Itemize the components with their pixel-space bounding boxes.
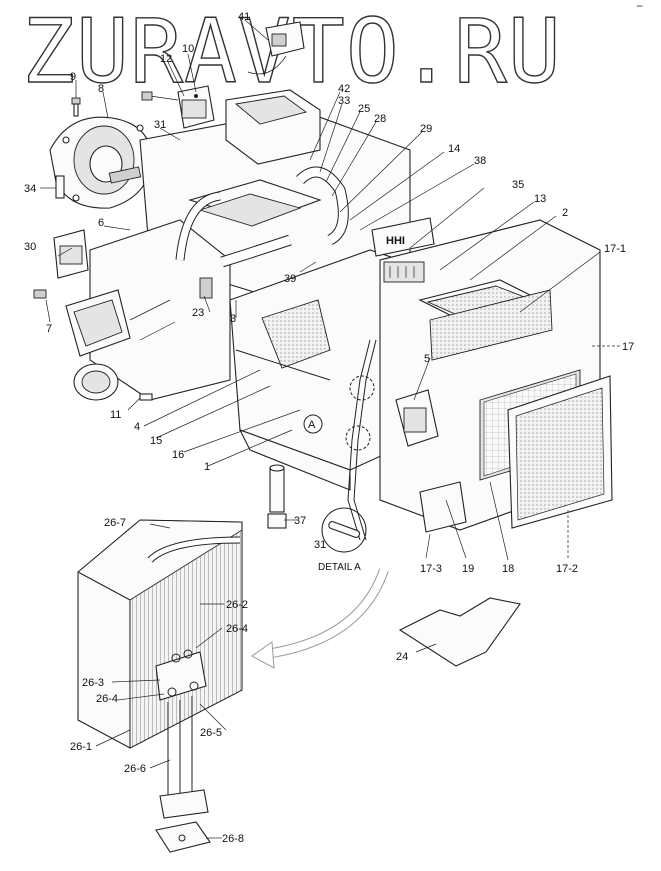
part-37-tube <box>267 464 287 529</box>
control-plate-38: HHI <box>371 217 435 283</box>
label-35: 35 <box>512 179 524 191</box>
label-1: 1 <box>204 461 210 473</box>
label-2: 2 <box>562 207 568 219</box>
blower-motor <box>49 116 153 209</box>
label-12: 12 <box>160 53 172 65</box>
label-42: 42 <box>338 83 350 95</box>
label-26-4-lower: 26-4 <box>96 693 118 705</box>
label-14: 14 <box>448 143 460 155</box>
label-26-5: 26-5 <box>200 727 222 739</box>
assembly-arrow <box>251 568 389 669</box>
label-26-1: 26-1 <box>70 741 92 753</box>
label-17-2: 17-2 <box>556 563 578 575</box>
label-6: 6 <box>98 217 104 229</box>
label-19: 19 <box>462 563 474 575</box>
actuator-5 <box>395 389 439 447</box>
label-31-top: 31 <box>154 119 166 131</box>
detail-circle-letter: A <box>308 419 316 431</box>
actuator-10 <box>141 85 215 129</box>
label-26-3: 26-3 <box>82 677 104 689</box>
label-25: 25 <box>358 103 370 115</box>
label-9: 9 <box>70 71 76 83</box>
bolt-9 <box>71 97 81 117</box>
label-26-8: 26-8 <box>222 833 244 845</box>
label-39: 39 <box>284 273 296 285</box>
label-28: 28 <box>374 113 386 125</box>
label-17-3: 17-3 <box>420 563 442 575</box>
label-3: 3 <box>230 313 236 325</box>
leader-lines <box>40 19 620 839</box>
blower-case <box>65 219 231 401</box>
label-23: 23 <box>192 307 204 319</box>
resistor-19 <box>419 481 467 533</box>
label-17: 17 <box>622 341 634 353</box>
label-18: 18 <box>502 563 514 575</box>
label-26-6: 26-6 <box>124 763 146 775</box>
heater-hoses <box>175 166 349 299</box>
evaporator-26 <box>77 519 243 853</box>
label-8: 8 <box>98 83 104 95</box>
label-5: 5 <box>424 353 430 365</box>
label-11: 11 <box>110 409 121 421</box>
label-16: 16 <box>172 449 184 461</box>
label-26-4-upper: 26-4 <box>226 623 248 635</box>
label-10: 10 <box>182 43 194 55</box>
detail-caption: DETAIL A <box>318 562 361 573</box>
sheet-24 <box>398 597 521 667</box>
corner-mark: − <box>636 0 643 13</box>
filter-cover-17-2 <box>507 375 613 529</box>
label-30: 30 <box>24 241 36 253</box>
label-4: 4 <box>134 421 140 433</box>
label-33: 33 <box>338 95 350 107</box>
label-13: 13 <box>534 193 546 205</box>
label-26-7: 26-7 <box>104 517 126 529</box>
plate-text: HHI <box>386 235 405 247</box>
label-29: 29 <box>420 123 432 135</box>
label-37: 37 <box>294 515 306 527</box>
label-7: 7 <box>46 323 52 335</box>
detail-a-callout: A DETAIL A <box>303 414 367 573</box>
label-26-2: 26-2 <box>226 599 248 611</box>
part-30-relay <box>33 229 89 299</box>
bolt-11 <box>139 393 153 401</box>
part-labels: 41 10 12 9 8 42 33 25 28 31 29 14 38 34 … <box>24 11 634 845</box>
label-41: 41 <box>238 11 250 23</box>
label-17-1: 17-1 <box>604 243 626 255</box>
label-34: 34 <box>24 183 36 195</box>
label-38: 38 <box>474 155 486 167</box>
label-31-detail: 31 <box>314 539 326 551</box>
label-24: 24 <box>396 651 408 663</box>
part-34-clip <box>55 175 65 199</box>
label-15: 15 <box>150 435 162 447</box>
watermark-text: ZURAVTO.RU <box>22 0 562 103</box>
connector-41 <box>247 21 305 75</box>
